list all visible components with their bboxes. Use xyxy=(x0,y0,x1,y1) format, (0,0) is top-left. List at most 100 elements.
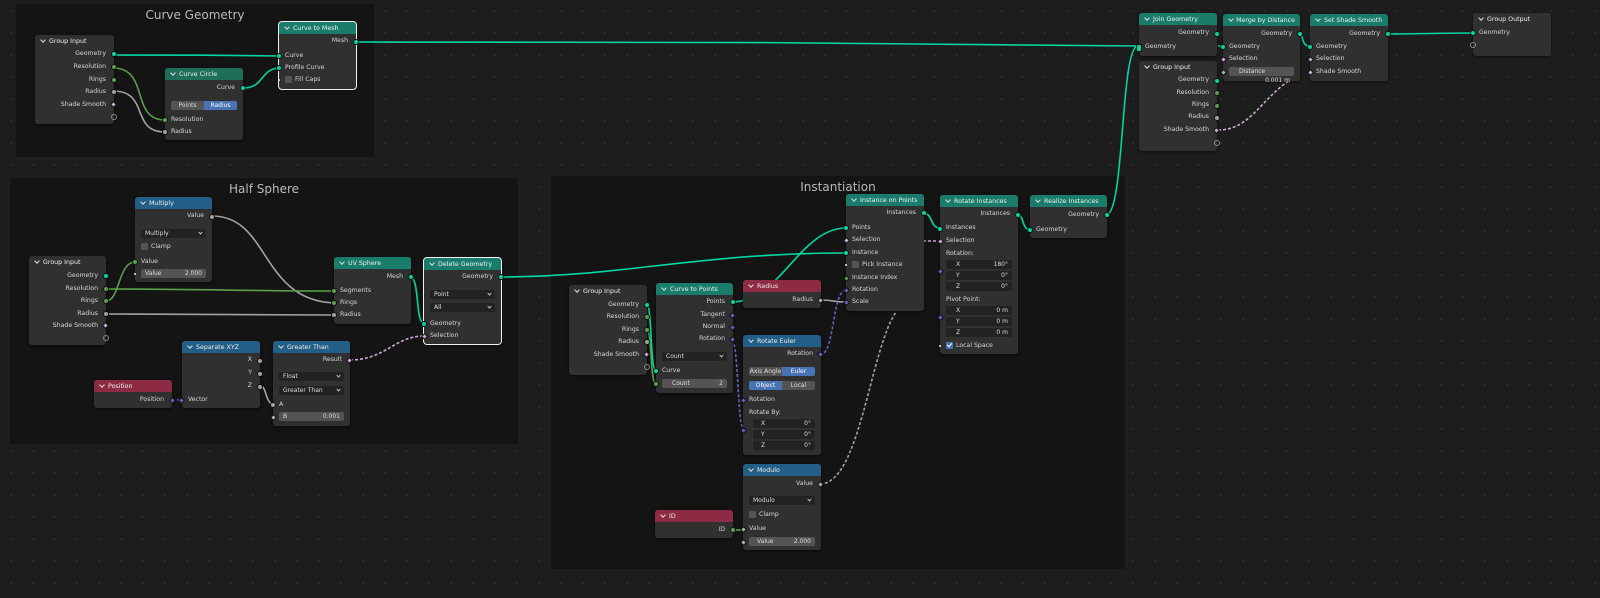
node-header[interactable]: ID xyxy=(655,510,733,522)
node-set-shade-smooth[interactable]: Set Shade Smooth Geometry Geometry Selec… xyxy=(1306,14,1391,81)
node-greater-than[interactable]: Greater Than Result Float Greater Than A… xyxy=(269,341,354,426)
bool-socket[interactable] xyxy=(845,264,847,266)
node-header[interactable]: Realize Instances xyxy=(1030,195,1107,207)
geometry-socket[interactable] xyxy=(1136,44,1142,52)
mode-dropdown[interactable]: All xyxy=(430,303,495,312)
float-socket[interactable] xyxy=(257,384,263,390)
float-socket[interactable] xyxy=(257,371,263,377)
node-header[interactable]: Curve to Points xyxy=(656,283,733,295)
int-socket[interactable] xyxy=(111,77,117,83)
geometry-socket[interactable] xyxy=(1214,78,1220,84)
geometry-socket[interactable] xyxy=(1214,31,1220,37)
curve-socket[interactable] xyxy=(240,85,246,91)
node-curve-to-points[interactable]: Curve to Points Points Tangent Normal Ro… xyxy=(653,283,737,393)
chevron-down-icon[interactable] xyxy=(748,283,754,289)
node-header[interactable]: UV Sphere xyxy=(334,257,411,269)
int-socket[interactable] xyxy=(331,288,337,294)
mesh-socket[interactable] xyxy=(353,39,359,45)
geometry-socket[interactable] xyxy=(1104,212,1110,218)
int-socket[interactable] xyxy=(644,327,650,333)
int-socket[interactable] xyxy=(331,300,337,306)
bool-socket[interactable] xyxy=(1306,68,1315,77)
chevron-down-icon[interactable] xyxy=(40,38,46,44)
float-socket[interactable] xyxy=(331,312,337,318)
int-socket[interactable] xyxy=(103,286,109,292)
float-socket[interactable] xyxy=(111,89,117,95)
local-space-checkbox[interactable] xyxy=(946,342,953,349)
clamp-checkbox[interactable] xyxy=(141,243,148,250)
mode-dropdown[interactable]: Count xyxy=(662,352,727,361)
curve-socket[interactable] xyxy=(276,53,282,59)
node-header[interactable]: Group Output xyxy=(1473,13,1551,25)
chevron-down-icon[interactable] xyxy=(278,344,284,350)
mode-points[interactable]: Points xyxy=(171,101,204,110)
node-merge-by-distance[interactable]: Merge by Distance Geometry Geometry Sele… xyxy=(1219,14,1303,84)
clamp-checkbox[interactable] xyxy=(749,511,756,518)
float-socket[interactable] xyxy=(644,339,650,345)
chevron-down-icon[interactable] xyxy=(851,197,857,203)
chevron-down-icon[interactable] xyxy=(1228,17,1233,23)
geometry-socket[interactable] xyxy=(498,274,504,280)
chevron-down-icon[interactable] xyxy=(1315,17,1321,23)
geometry-socket[interactable] xyxy=(421,321,427,327)
node-header[interactable]: Greater Than xyxy=(273,341,350,353)
operation-dropdown[interactable]: Modulo xyxy=(749,496,815,505)
geometry-socket[interactable] xyxy=(1297,31,1303,37)
float-socket[interactable] xyxy=(209,214,215,220)
int-socket[interactable] xyxy=(644,314,650,320)
domain-dropdown[interactable]: Point xyxy=(430,290,495,299)
node-header[interactable]: Delete Geometry xyxy=(424,258,501,270)
float-socket[interactable] xyxy=(1214,115,1220,121)
int-socket[interactable] xyxy=(162,117,168,123)
geometry-socket[interactable] xyxy=(111,51,117,57)
bool-socket[interactable] xyxy=(939,345,941,347)
chevron-down-icon[interactable] xyxy=(574,288,580,294)
instances-socket[interactable] xyxy=(1015,212,1021,218)
empty-socket[interactable] xyxy=(1470,42,1476,48)
geometry-socket[interactable] xyxy=(1470,30,1476,36)
chevron-down-icon[interactable] xyxy=(170,71,176,77)
node-realize-instances[interactable]: Realize Instances Geometry Geometry xyxy=(1027,195,1110,238)
node-header[interactable]: Radius xyxy=(743,280,821,292)
points-socket[interactable] xyxy=(843,225,849,231)
instances-socket[interactable] xyxy=(921,210,927,216)
chevron-down-icon[interactable] xyxy=(99,383,105,389)
chevron-down-icon[interactable] xyxy=(1035,198,1041,204)
geometry-socket[interactable] xyxy=(1027,227,1033,233)
node-group-input[interactable]: Group Input Geometry Resolution Rings Ra… xyxy=(569,285,651,375)
node-header[interactable]: Curve Circle xyxy=(165,68,243,80)
bool-socket[interactable] xyxy=(1212,126,1221,135)
chevron-down-icon[interactable] xyxy=(187,344,193,350)
node-radius[interactable]: Radius Radius xyxy=(743,280,825,308)
node-header[interactable]: Group Input xyxy=(29,256,106,268)
chevron-down-icon[interactable] xyxy=(284,25,290,31)
node-group-output[interactable]: Group Output Geometry xyxy=(1470,13,1551,56)
chevron-down-icon[interactable] xyxy=(34,259,40,265)
node-header[interactable]: Set Shade Smooth xyxy=(1310,14,1388,26)
empty-socket[interactable] xyxy=(111,114,117,120)
geometry-socket[interactable] xyxy=(644,302,650,308)
chevron-down-icon[interactable] xyxy=(429,261,435,267)
mesh-socket[interactable] xyxy=(408,274,414,280)
curve-socket[interactable] xyxy=(653,368,659,374)
chevron-down-icon[interactable] xyxy=(945,198,951,204)
points-socket[interactable] xyxy=(730,299,736,305)
type-dropdown[interactable]: Float xyxy=(279,372,344,381)
node-header[interactable]: Group Input xyxy=(569,285,647,297)
node-header[interactable]: Group Input xyxy=(35,35,114,47)
fill-caps-checkbox[interactable] xyxy=(285,76,292,83)
node-header[interactable]: Position xyxy=(94,380,172,392)
empty-socket[interactable] xyxy=(103,335,109,341)
